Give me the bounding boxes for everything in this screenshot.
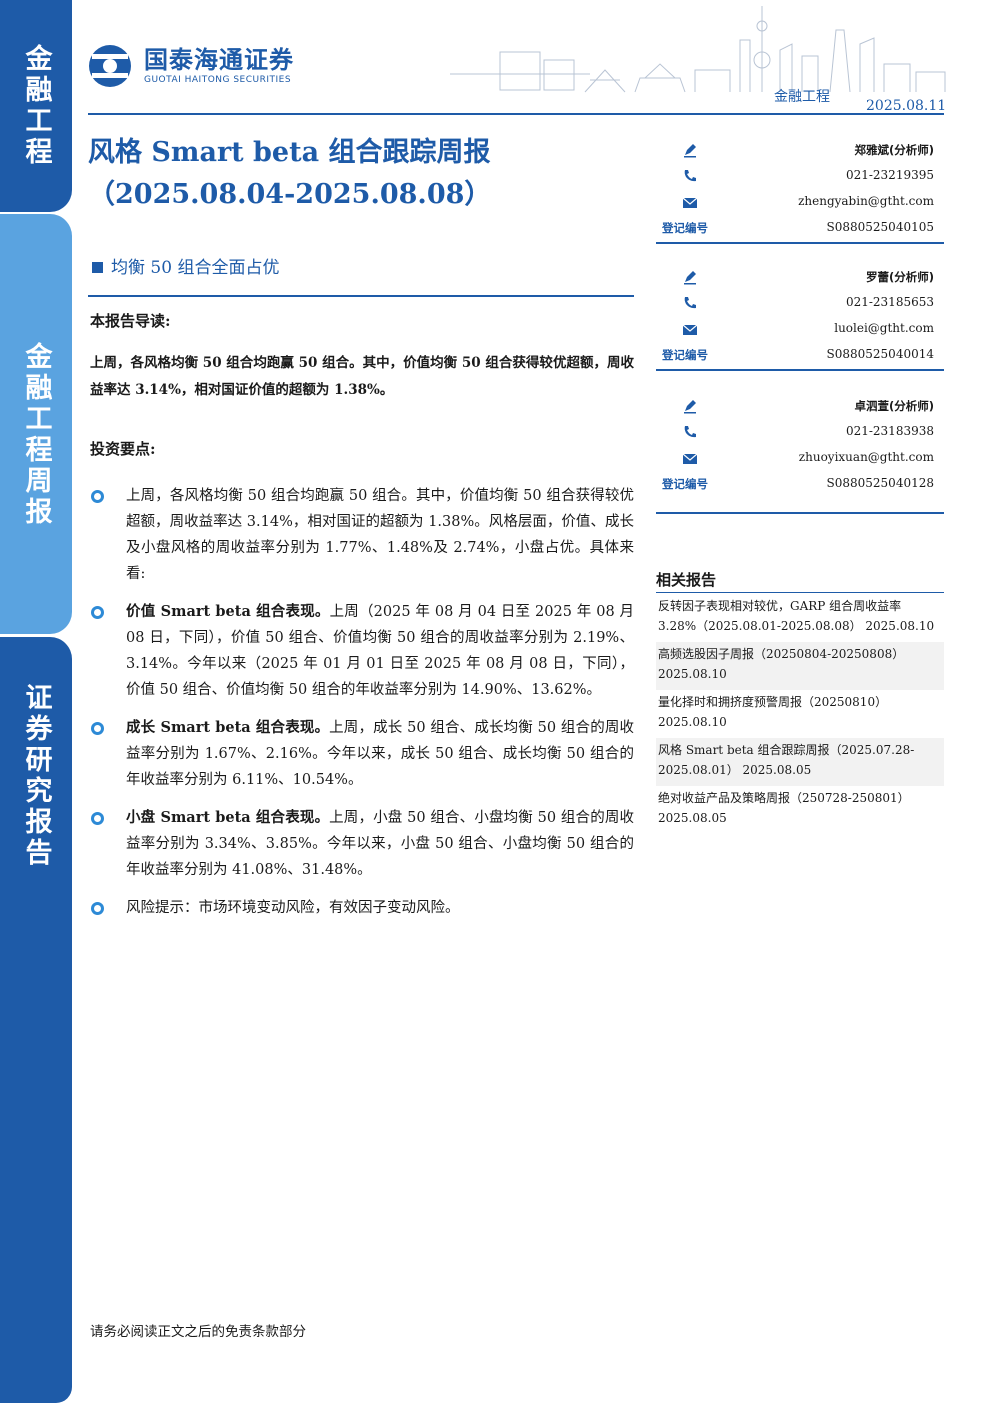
intro-heading: 本报告导读: xyxy=(90,312,171,330)
ring-bullet-icon xyxy=(91,490,104,503)
related-reports-heading: 相关报告 xyxy=(656,571,717,589)
report-title-line1: 风格 Smart beta 组合跟踪周报 xyxy=(88,137,491,168)
related-report-link[interactable]: 高频选股因子周报（20250804-20250808） 2025.08.10 xyxy=(656,642,944,690)
key-point-lead: 小盘 Smart beta 组合表现。 xyxy=(126,809,330,826)
related-report-link[interactable]: 绝对收益产品及策略周报（250728-250801） 2025.08.05 xyxy=(658,791,910,825)
phone-icon xyxy=(684,426,696,438)
registration-label: 登记编号 xyxy=(662,348,708,362)
logo-mark-icon xyxy=(89,45,131,87)
square-bullet-icon xyxy=(92,262,103,273)
ring-bullet-icon xyxy=(91,902,104,915)
analyst-name: 郑雅斌(分析师) xyxy=(854,143,934,157)
analyst-phone: 021-23183938 xyxy=(845,424,934,438)
ring-bullet-icon xyxy=(91,812,104,825)
ring-bullet-icon xyxy=(91,606,104,619)
sidebar-tab-securities-research: 证券研究报告 xyxy=(0,637,72,1403)
related-report-link[interactable]: 反转因子表现相对较优，GARP 组合周收益率 3.28%（2025.08.01-… xyxy=(658,599,935,633)
analyst-card: 卓泗萱(分析师) 021-23183938 zhuoyixuan@gtht.co… xyxy=(656,394,944,498)
key-point: 小盘 Smart beta 组合表现。上周，小盘 50 组合、小盘均衡 50 组… xyxy=(90,805,634,883)
report-date: 2025.08.11 xyxy=(866,98,947,114)
analyst-name: 罗蕾(分析师) xyxy=(865,270,934,284)
key-point-text: 上周，各风格均衡 50 组合均跑赢 50 组合。其中，价值均衡 50 组合获得较… xyxy=(126,488,634,582)
pen-icon xyxy=(684,271,696,285)
title-divider xyxy=(88,295,634,297)
sidebar-tab-weekly-report: 金融工程周报 xyxy=(0,214,72,634)
brand-name-cn: 国泰海通证券 xyxy=(144,46,294,74)
report-title: 风格 Smart beta 组合跟踪周报 （2025.08.04-2025.08… xyxy=(88,132,491,216)
phone-icon xyxy=(684,297,696,309)
sidebar-label: 证券研究报告 xyxy=(20,683,52,869)
pen-icon xyxy=(684,144,696,158)
report-subtitle: 均衡 50 组合全面占优 xyxy=(92,253,279,278)
analyst-phone: 021-23185653 xyxy=(845,295,934,309)
related-report-link[interactable]: 量化择时和拥挤度预警周报（20250810） 2025.08.10 xyxy=(658,695,888,729)
analyst-card: 郑雅斌(分析师) 021-23219395 zhengyabin@gtht.co… xyxy=(656,138,944,242)
key-points-list: 上周，各风格均衡 50 组合均跑赢 50 组合。其中，价值均衡 50 组合获得较… xyxy=(90,483,634,933)
key-point: 成长 Smart beta 组合表现。上周，成长 50 组合、成长均衡 50 组… xyxy=(90,715,634,793)
email-icon xyxy=(682,197,698,208)
sidebar-tab-financial-engineering: 金融工程 xyxy=(0,0,72,212)
key-point-text: 风险提示：市场环境变动风险，有效因子变动风险。 xyxy=(126,900,460,916)
key-point-lead: 价值 Smart beta 组合表现。 xyxy=(126,603,330,620)
key-point-text: 上周，小盘 50 组合、小盘均衡 50 组合的周收益率分别为 3.34%、3.8… xyxy=(126,810,634,878)
ring-bullet-icon xyxy=(91,722,104,735)
brand-logo: 国泰海通证券 GUOTAI HAITONG SECURITIES xyxy=(88,44,294,88)
report-subtitle-text: 均衡 50 组合全面占优 xyxy=(111,258,280,278)
city-skyline-illustration xyxy=(450,6,946,93)
header-section-name: 金融工程 xyxy=(774,89,830,105)
analyst-email[interactable]: luolei@gtht.com xyxy=(834,321,934,335)
analyst-registration: S0880525040014 xyxy=(826,347,934,361)
brand-name-en: GUOTAI HAITONG SECURITIES xyxy=(144,75,292,85)
related-report-link[interactable]: 风格 Smart beta 组合跟踪周报（2025.07.28-2025.08.… xyxy=(656,738,944,786)
related-divider xyxy=(656,592,944,593)
analyst-registration: S0880525040128 xyxy=(826,476,934,490)
analyst-email[interactable]: zhuoyixuan@gtht.com xyxy=(798,450,934,464)
email-icon xyxy=(682,453,698,464)
key-point: 价值 Smart beta 组合表现。上周（2025 年 08 月 04 日至 … xyxy=(90,599,634,703)
registration-label: 登记编号 xyxy=(662,221,708,235)
analyst-name: 卓泗萱(分析师) xyxy=(854,399,934,413)
email-icon xyxy=(682,324,698,335)
related-reports-list: 反转因子表现相对较优，GARP 组合周收益率 3.28%（2025.08.01-… xyxy=(656,594,944,834)
disclaimer-note: 请务必阅读正文之后的免责条款部分 xyxy=(90,1324,306,1340)
registration-label: 登记编号 xyxy=(662,477,708,491)
analyst-phone: 021-23219395 xyxy=(845,168,934,182)
key-point-text: 上周（2025 年 08 月 04 日至 2025 年 08 月 08 日，下同… xyxy=(126,604,634,698)
header-divider xyxy=(88,113,944,115)
key-point-text: 上周，成长 50 组合、成长均衡 50 组合的周收益率分别为 1.67%、2.1… xyxy=(126,720,634,788)
key-point: 上周，各风格均衡 50 组合均跑赢 50 组合。其中，价值均衡 50 组合获得较… xyxy=(90,483,634,587)
sidebar-label: 金融工程周报 xyxy=(20,342,52,528)
report-title-line2: （2025.08.04-2025.08.08） xyxy=(88,179,492,210)
analyst-email[interactable]: zhengyabin@gtht.com xyxy=(798,194,934,208)
analyst-registration: S0880525040105 xyxy=(826,220,934,234)
analyst-divider xyxy=(656,512,944,514)
sidebar-label: 金融工程 xyxy=(20,44,52,168)
invest-heading: 投资要点: xyxy=(90,440,156,458)
analyst-card: 罗蕾(分析师) 021-23185653 luolei@gtht.com 登记编… xyxy=(656,265,944,369)
analyst-divider xyxy=(656,369,944,371)
analyst-divider xyxy=(656,242,944,244)
pen-icon xyxy=(684,400,696,414)
key-point: 风险提示：市场环境变动风险，有效因子变动风险。 xyxy=(90,895,634,921)
phone-icon xyxy=(684,170,696,182)
key-point-lead: 成长 Smart beta 组合表现。 xyxy=(126,719,330,736)
intro-text: 上周，各风格均衡 50 组合均跑赢 50 组合。其中，价值均衡 50 组合获得较… xyxy=(90,355,634,398)
